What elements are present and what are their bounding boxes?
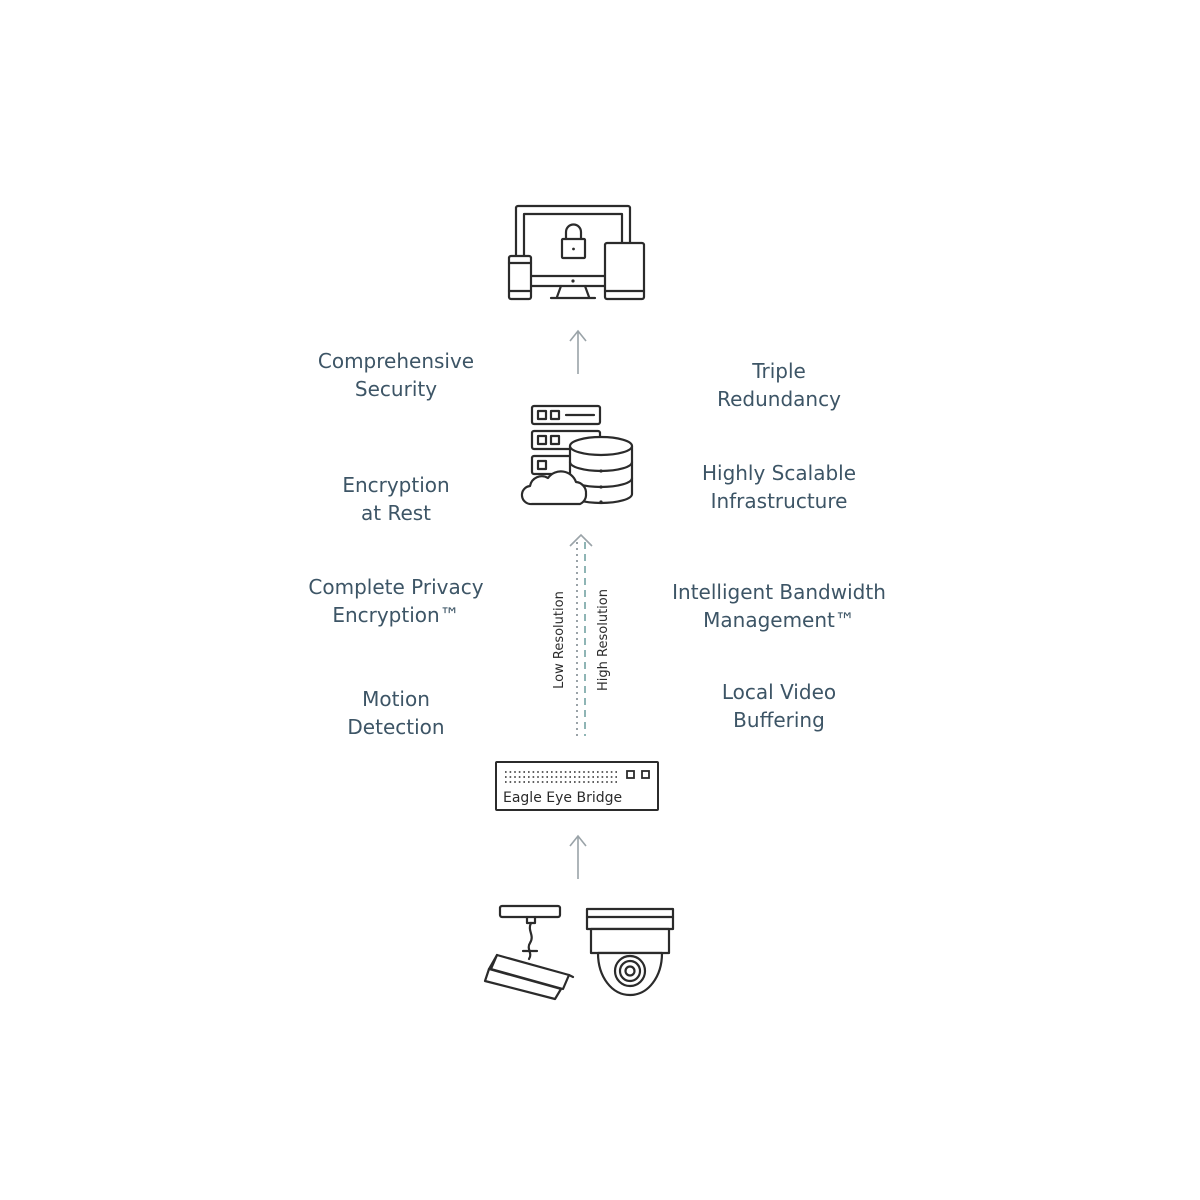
- server-cloud-database-icon: [520, 404, 634, 506]
- arrow-up-icon: [569, 329, 587, 374]
- feature-highly-scalable-infrastructure: Highly Scalable Infrastructure: [701, 461, 857, 513]
- bridge-label: Eagle Eye Bridge: [503, 790, 623, 806]
- arrow-up-icon: [569, 834, 587, 879]
- bridge-device-icon: [505, 770, 650, 783]
- feature-intelligent-bandwidth-management: Intelligent Bandwidth Management™: [672, 580, 886, 632]
- feature-comprehensive-security: Comprehensive Security: [317, 349, 475, 401]
- feature-encryption-at-rest: Encryption at Rest: [342, 473, 450, 525]
- high-resolution-label: High Resolution: [596, 589, 611, 691]
- bridge-device: Eagle Eye Bridge: [495, 761, 659, 811]
- feature-local-video-buffering: Local Video Buffering: [721, 680, 837, 732]
- low-resolution-label: Low Resolution: [552, 591, 567, 689]
- feature-complete-privacy-encryption: Complete Privacy Encryption™: [308, 575, 484, 627]
- lock-devices-icon: [507, 204, 646, 301]
- stream-arrow: [569, 533, 593, 736]
- bullet-camera-icon: [483, 904, 575, 1001]
- feature-triple-redundancy: Triple Redundancy: [717, 359, 841, 411]
- feature-motion-detection: Motion Detection: [347, 687, 445, 739]
- dome-camera-icon: [585, 907, 675, 997]
